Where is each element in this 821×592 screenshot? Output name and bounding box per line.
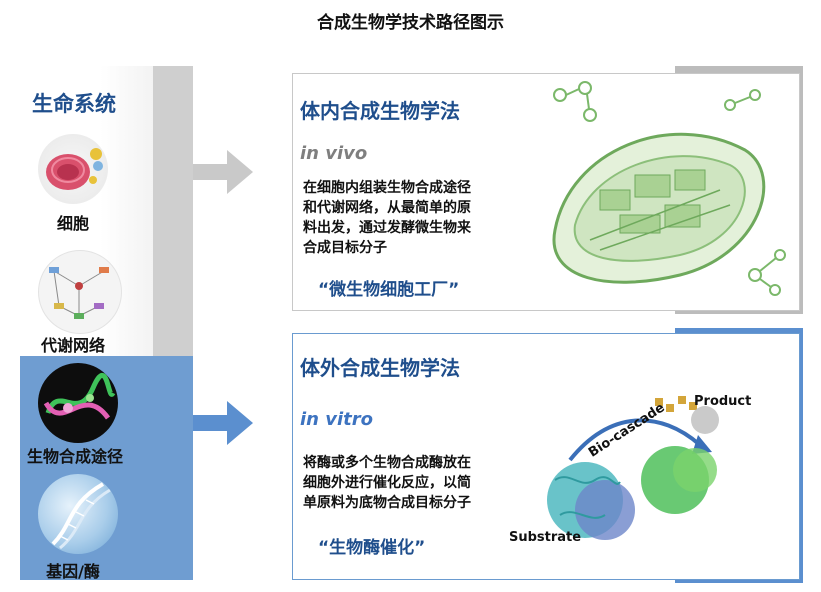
in-vivo-subtitle: in vivo xyxy=(300,143,368,164)
left-gray-bar xyxy=(153,66,193,356)
in-vitro-title: 体外合成生物学法 xyxy=(300,356,460,380)
in-vitro-subtitle: in vitro xyxy=(300,409,374,430)
in-vivo-description-line: 在细胞内组装生物合成途径 xyxy=(303,180,471,196)
in-vivo-title: 体内合成生物学法 xyxy=(300,99,460,123)
cell-label: 细胞 xyxy=(56,214,89,233)
blue-arrow-right-icon xyxy=(193,401,253,445)
page-title: 合成生物学技术路径图示 xyxy=(317,13,504,33)
cell-image xyxy=(38,134,108,204)
life-systems-heading: 生命系统 xyxy=(32,92,116,116)
mitochondria-illustration xyxy=(552,81,786,296)
biosynthesis-pathway-image xyxy=(38,363,118,443)
network-diagram-icon xyxy=(49,267,109,319)
in-vivo-description-line: 和代谢网络，从最简单的原 xyxy=(303,200,471,216)
in-vivo-description-line: 料出发，通过发酵微生物来 xyxy=(303,220,471,236)
in-vitro-description-line: 将酶或多个生物合成酶放在 xyxy=(303,455,471,471)
red-blood-cell-icon xyxy=(46,148,103,190)
biosynthesis-pathway-label: 生物合成途径 xyxy=(26,447,123,466)
bio-cascade-illustration xyxy=(547,396,719,540)
gene-enzyme-label: 基因/酶 xyxy=(46,562,100,581)
in-vitro-description: 将酶或多个生物合成酶放在 细胞外进行催化反应，以简 单原料为底物合成目标分子 xyxy=(303,453,513,513)
in-vitro-panel xyxy=(292,333,800,580)
protein-structure-icon xyxy=(43,373,116,420)
metabolic-network-image xyxy=(38,250,122,334)
in-vitro-description-line: 单原料为底物合成目标分子 xyxy=(303,495,471,511)
dna-helix-icon xyxy=(51,482,111,550)
gray-arrow-right-icon xyxy=(193,150,253,194)
substrate-label: Substrate xyxy=(509,530,582,545)
product-label: Product xyxy=(694,394,752,409)
in-vivo-description: 在细胞内组装生物合成途径 和代谢网络，从最简单的原 料出发，通过发酵微生物来 合… xyxy=(303,178,513,258)
metabolic-network-label: 代谢网络 xyxy=(40,336,105,355)
in-vitro-quote: “生物酶催化” xyxy=(318,538,426,558)
in-vivo-quote: “微生物细胞工厂” xyxy=(318,280,460,300)
gene-enzyme-image xyxy=(38,474,118,554)
in-vitro-description-line: 细胞外进行催化反应，以简 xyxy=(303,475,471,491)
in-vivo-description-line: 合成目标分子 xyxy=(303,240,387,256)
